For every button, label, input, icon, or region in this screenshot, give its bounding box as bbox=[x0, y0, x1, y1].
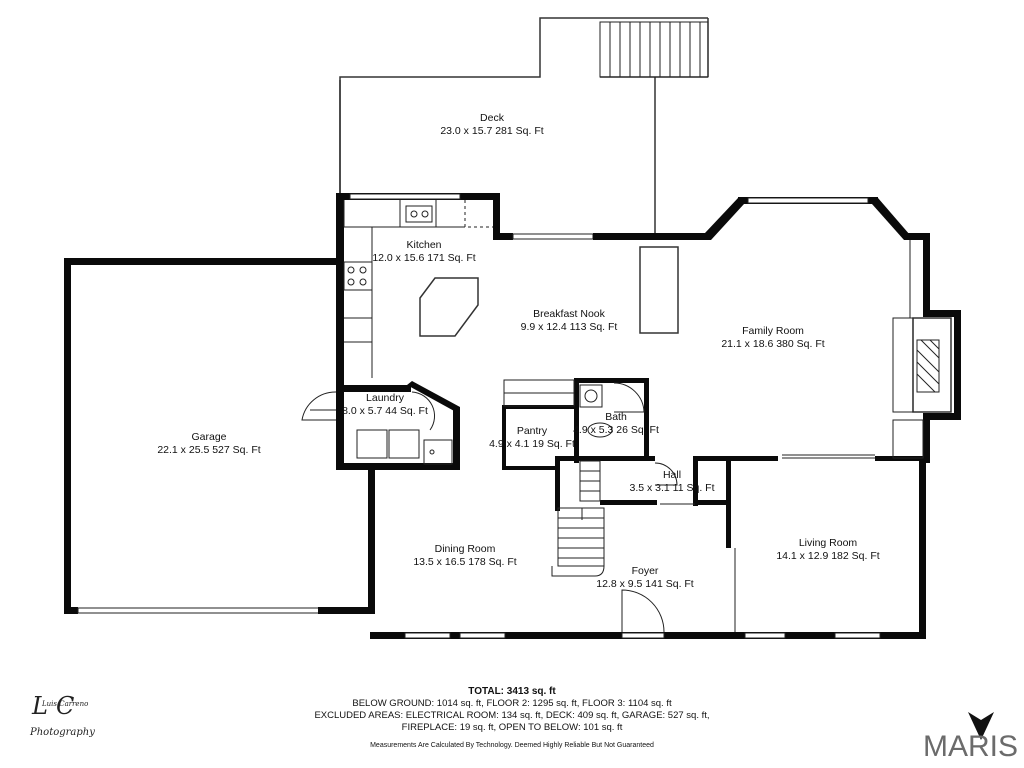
total-area: TOTAL: 3413 sq. ft bbox=[468, 686, 556, 697]
area-summary: TOTAL: 3413 sq. ft BELOW GROUND: 1014 sq… bbox=[0, 686, 1024, 752]
deck-outline bbox=[339, 17, 709, 235]
maris-logo-icon bbox=[968, 712, 994, 740]
deck-name: Deck bbox=[480, 112, 505, 124]
hall-dims: 3.5 x 3.1 11 Sq. Ft bbox=[629, 482, 714, 494]
logo-name: Luis Carreno bbox=[41, 700, 88, 708]
logo-subtitle: Photography bbox=[29, 727, 95, 738]
floor-breakdown: BELOW GROUND: 1014 sq. ft, FLOOR 2: 1295… bbox=[352, 698, 672, 709]
deck-dims: 23.0 x 15.7 281 Sq. Ft bbox=[440, 125, 543, 137]
svg-text:L: L bbox=[31, 692, 48, 720]
svg-text:C: C bbox=[56, 692, 74, 720]
garage-walls bbox=[64, 258, 375, 614]
photographer-logo: L C Luis Carreno Photography bbox=[29, 692, 95, 738]
breakfast-nook-dims: 9.9 x 12.4 113 Sq. Ft bbox=[521, 321, 618, 333]
laundry-name: Laundry bbox=[366, 392, 405, 404]
room-labels: Deck 23.0 x 15.7 281 Sq. Ft Kitchen 12.0… bbox=[157, 112, 879, 590]
kitchen-fixtures bbox=[343, 200, 493, 378]
living-room-dims: 14.1 x 12.9 182 Sq. Ft bbox=[776, 550, 879, 562]
pantry-name: Pantry bbox=[517, 425, 548, 437]
maris-brand: MARIS bbox=[923, 712, 1024, 768]
excluded-areas-cont: FIREPLACE: 19 sq. ft, OPEN TO BELOW: 101… bbox=[401, 722, 623, 733]
dining-room-name: Dining Room bbox=[435, 543, 496, 555]
family-room-name: Family Room bbox=[742, 325, 804, 337]
family-room-dims: 21.1 x 18.6 380 Sq. Ft bbox=[721, 338, 824, 350]
garage-name: Garage bbox=[191, 431, 226, 443]
excluded-areas: EXCLUDED AREAS: ELECTRICAL ROOM: 134 sq.… bbox=[314, 710, 710, 721]
garage-dims: 22.1 x 25.5 527 Sq. Ft bbox=[157, 444, 260, 456]
bath-name: Bath bbox=[605, 411, 627, 423]
living-room-name: Living Room bbox=[799, 537, 858, 549]
hall-name: Hall bbox=[663, 469, 681, 481]
maris-wordmark: MARIS bbox=[922, 730, 1018, 763]
foyer-name: Foyer bbox=[632, 565, 659, 577]
disclaimer: Measurements Are Calculated By Technolog… bbox=[370, 742, 654, 749]
laundry-dims: 8.0 x 5.7 44 Sq. Ft bbox=[342, 405, 428, 417]
interior-stairs bbox=[503, 379, 605, 577]
kitchen-name: Kitchen bbox=[406, 239, 441, 251]
laundry-fixtures bbox=[301, 391, 453, 465]
breakfast-nook-name: Breakfast Nook bbox=[533, 308, 606, 320]
foyer-dims: 12.8 x 9.5 141 Sq. Ft bbox=[596, 578, 694, 590]
fireplace bbox=[892, 240, 952, 459]
bath-dims: 4.9 x 5.3 26 Sq. Ft bbox=[573, 424, 659, 436]
bath-fixtures bbox=[579, 382, 645, 438]
doors bbox=[621, 454, 875, 633]
kitchen-dims: 12.0 x 15.6 171 Sq. Ft bbox=[372, 252, 475, 264]
dining-room-dims: 13.5 x 16.5 178 Sq. Ft bbox=[413, 556, 516, 568]
pantry-dims: 4.9 x 4.1 19 Sq. Ft bbox=[489, 438, 575, 450]
deck-stairs bbox=[599, 21, 709, 78]
